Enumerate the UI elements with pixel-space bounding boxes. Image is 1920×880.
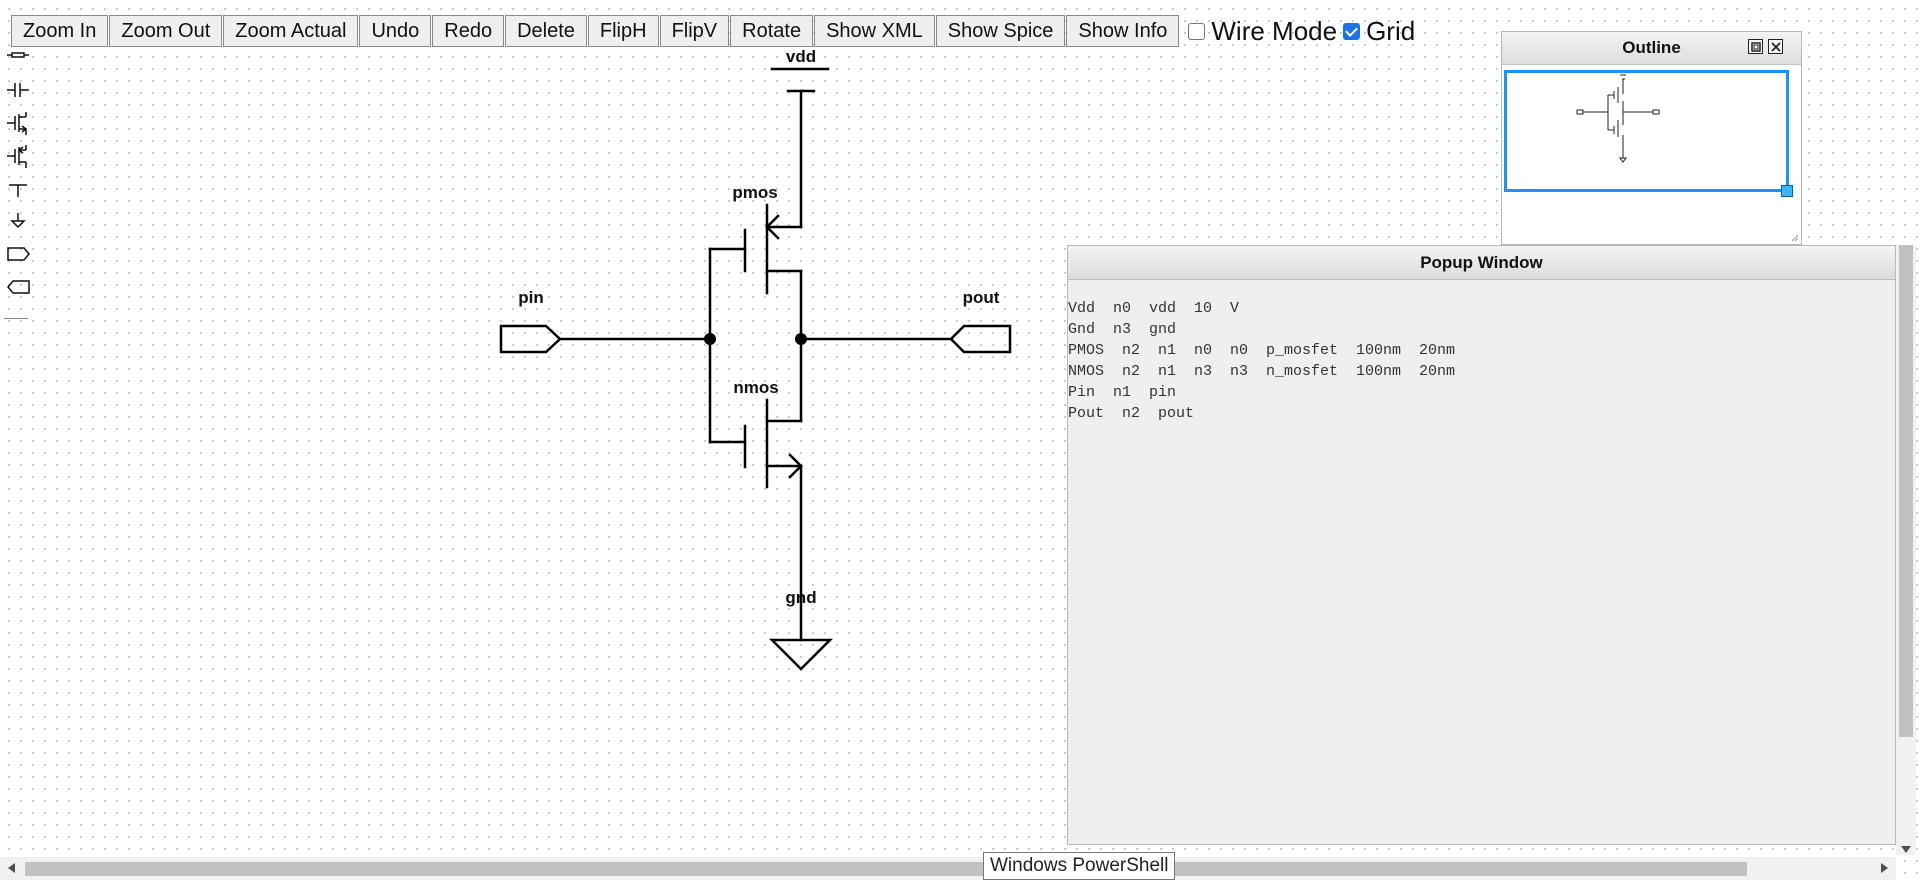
pmos-icon[interactable] [7, 145, 27, 168]
wire-mode-toggle[interactable]: Wire Mode [1188, 16, 1337, 47]
palette-divider [4, 318, 28, 319]
output-junction [795, 333, 807, 345]
pout-label: pout [963, 288, 1000, 307]
rotate-button[interactable]: Rotate [730, 15, 814, 47]
spice-line: Gnd n3 gnd [1068, 321, 1177, 338]
gnd-label: gnd [785, 588, 816, 607]
popup-header[interactable]: Popup Window [1068, 246, 1895, 280]
schematic: vdd pmos nmos pin pout gnd [499, 47, 1012, 671]
grid-checkbox[interactable] [1343, 22, 1361, 40]
spice-line: PMOS n2 n1 n0 n0 p_mosfet 100nm 20nm [1068, 342, 1456, 359]
outline-header[interactable]: Outline [1502, 32, 1801, 65]
outline-window[interactable]: Outline [1501, 31, 1802, 245]
taskbar-tooltip: Windows PowerShell [983, 852, 1176, 880]
vertical-scrollbar[interactable] [1896, 245, 1916, 855]
ground-icon[interactable] [10, 213, 26, 229]
scroll-left-arrow-icon[interactable] [8, 863, 15, 873]
pmos-label: pmos [732, 183, 777, 202]
undo-button[interactable]: Undo [359, 15, 432, 47]
pin-input-port[interactable] [499, 324, 712, 354]
toolbar: Zoom In Zoom Out Zoom Actual Undo Redo D… [11, 14, 1415, 48]
horizontal-scrollbar[interactable] [0, 857, 1896, 880]
close-icon[interactable] [1768, 39, 1783, 54]
vdd-label: vdd [786, 47, 816, 66]
pmos-transistor[interactable] [708, 203, 803, 341]
grid-label: Grid [1366, 15, 1416, 46]
outline-resize-handle[interactable] [1781, 185, 1793, 197]
fliph-button[interactable]: FlipH [587, 15, 659, 47]
vertical-scroll-thumb[interactable] [1899, 245, 1913, 737]
input-junction [704, 333, 716, 345]
zoom-in-button[interactable]: Zoom In [11, 15, 109, 47]
spice-netlist: Vdd n0 vdd 10 V Gnd n3 gnd PMOS n2 n1 n0… [1068, 280, 1895, 424]
spice-line: Pout n2 pout [1068, 405, 1195, 422]
outline-viewport[interactable] [1504, 70, 1789, 192]
spice-line: NMOS n2 n1 n3 n3 n_mosfet 100nm 20nm [1068, 363, 1456, 380]
show-info-button[interactable]: Show Info [1066, 15, 1180, 47]
wire-mode-checkbox[interactable] [1188, 22, 1206, 40]
window-resize-grip-icon[interactable] [1791, 234, 1799, 242]
popup-title: Popup Window [1420, 252, 1543, 272]
output-pin-icon[interactable] [7, 280, 30, 294]
zoom-actual-button[interactable]: Zoom Actual [223, 15, 359, 47]
vdd-symbol[interactable] [770, 67, 830, 229]
nmos-icon[interactable] [7, 112, 28, 135]
delete-button[interactable]: Delete [505, 15, 587, 47]
capacitor-icon[interactable] [7, 83, 29, 97]
nmos-label: nmos [733, 378, 778, 397]
grid-toggle[interactable]: Grid [1343, 16, 1415, 47]
component-palette [7, 52, 30, 294]
input-pin-icon[interactable] [7, 247, 30, 261]
pin-label: pin [518, 288, 544, 307]
spice-line: Vdd n0 vdd 10 V [1068, 300, 1240, 317]
nmos-transistor[interactable] [708, 337, 803, 642]
scroll-right-arrow-icon[interactable] [1881, 863, 1888, 873]
spice-line: Pin n1 pin [1068, 384, 1177, 401]
outline-title: Outline [1622, 38, 1681, 57]
show-spice-button[interactable]: Show Spice [935, 15, 1066, 47]
flipv-button[interactable]: FlipV [659, 15, 730, 47]
redo-button[interactable]: Redo [432, 15, 505, 47]
horizontal-scroll-thumb[interactable] [25, 862, 1747, 876]
zoom-out-button[interactable]: Zoom Out [109, 15, 223, 47]
vdd-icon[interactable] [9, 184, 27, 197]
resistor-icon[interactable] [7, 52, 29, 58]
gnd-symbol[interactable] [768, 638, 834, 671]
show-xml-button[interactable]: Show XML [814, 15, 935, 47]
scroll-down-arrow-icon[interactable] [1901, 846, 1911, 853]
popup-window[interactable]: Popup Window Vdd n0 vdd 10 V Gnd n3 gnd … [1067, 245, 1896, 845]
wire-mode-label: Wire Mode [1211, 15, 1338, 46]
outline-thumbnail [1576, 74, 1660, 163]
maximize-icon[interactable] [1748, 39, 1763, 54]
pout-output-port[interactable] [799, 324, 1012, 354]
